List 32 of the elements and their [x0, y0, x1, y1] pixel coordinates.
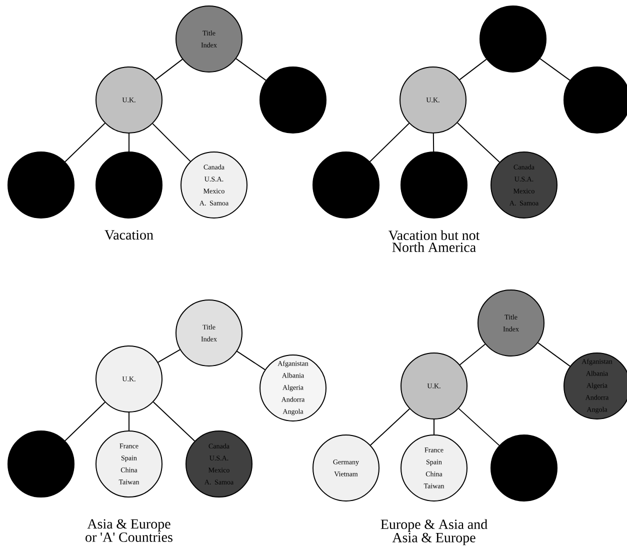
caption: Asia & Europe or 'A' Countries	[86, 519, 172, 542]
caption: Vacation but not North America	[388, 230, 480, 252]
connector-line	[128, 133, 130, 152]
connector-line	[128, 412, 130, 431]
tree-node	[96, 152, 162, 218]
caption: Vacation	[104, 230, 154, 240]
connector-line	[64, 402, 106, 442]
tree-node	[564, 66, 627, 134]
connector-line	[456, 122, 500, 163]
connector-line	[459, 344, 486, 366]
connector-line	[152, 402, 196, 442]
connector-line	[459, 58, 487, 80]
connector-line	[369, 122, 410, 162]
connector-line	[236, 350, 266, 370]
connector-line	[155, 58, 183, 80]
tree-node	[260, 66, 326, 134]
connector-line	[538, 342, 570, 367]
tree-node	[490, 434, 558, 502]
connector-line	[458, 408, 500, 446]
connector-line	[152, 123, 191, 162]
tree-node	[312, 152, 380, 218]
connector-line	[370, 408, 410, 446]
connector-line	[64, 122, 106, 162]
tree-node	[480, 6, 546, 72]
tree-node	[8, 430, 74, 498]
tree-node	[400, 152, 468, 218]
tree-node	[8, 152, 74, 218]
connector-line	[432, 133, 434, 152]
caption: Europe & Asia and Asia & Europe	[380, 519, 488, 546]
connector-line	[158, 349, 180, 363]
connector-line	[236, 58, 266, 81]
connector-line	[540, 58, 570, 81]
